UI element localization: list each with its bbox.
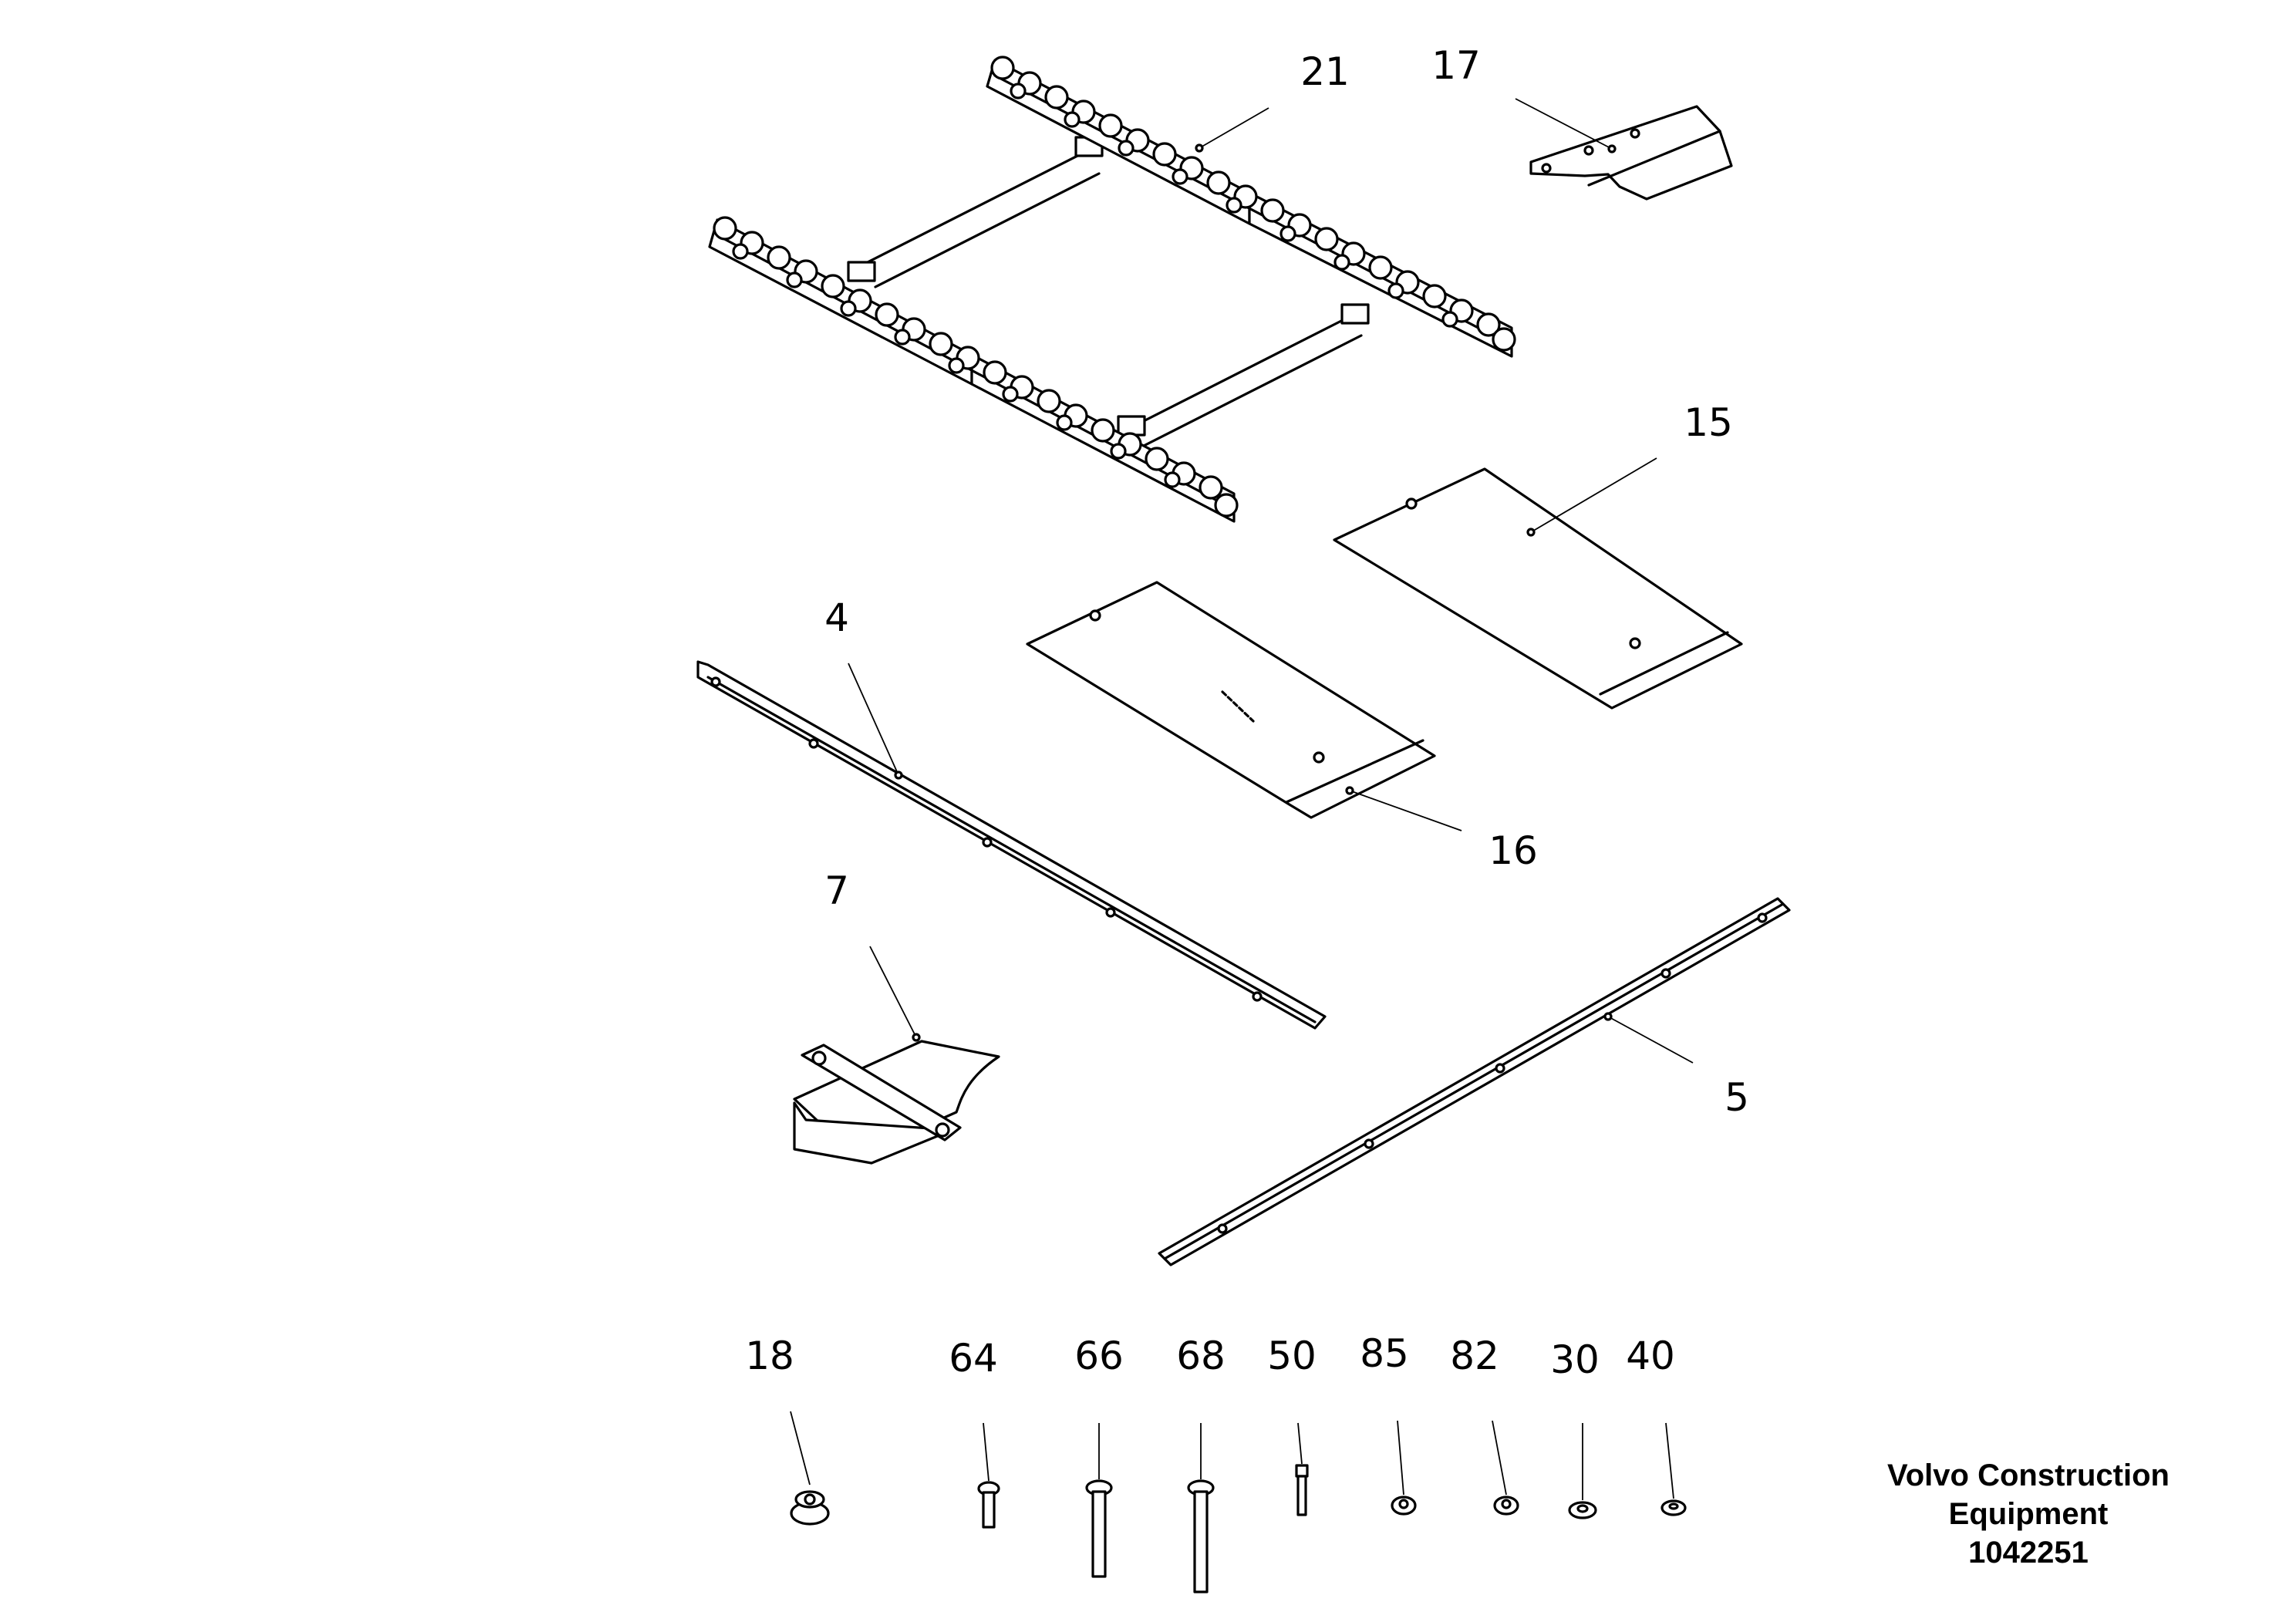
callout-21: 21	[1300, 49, 1350, 94]
bracket-plate-part-17	[1529, 105, 1733, 201]
callout-5: 5	[1725, 1075, 1749, 1120]
callout-17: 17	[1431, 43, 1481, 88]
callout-7: 7	[824, 868, 849, 913]
callout-50: 50	[1267, 1334, 1317, 1378]
fastener-50-bolt	[1295, 1464, 1309, 1516]
fastener-30-washer	[1568, 1501, 1597, 1519]
fastener-64-bolt	[977, 1481, 1000, 1529]
fastener-85-nut	[1391, 1496, 1417, 1516]
chain-strand-upper	[986, 56, 1516, 358]
angle-strip-part-5	[1158, 897, 1791, 1266]
leader-end-markers	[894, 143, 1617, 1042]
callout-labels: 21 17 15 16 4 7 5 18 64 66 68 50 85 82 3…	[745, 43, 1749, 1382]
callout-40: 40	[1626, 1334, 1675, 1378]
drawing-code: 1042251	[1968, 1536, 2089, 1570]
fastener-40-washer	[1660, 1499, 1687, 1516]
bracket-part-7	[793, 1040, 1000, 1165]
plate-part-16	[1026, 581, 1436, 819]
leader-lines	[790, 98, 1694, 1500]
callout-68: 68	[1176, 1334, 1226, 1378]
brand-block: Volvo Construction Equipment 1042251	[1805, 1456, 2252, 1572]
brand-line-1: Volvo Construction	[1887, 1458, 2170, 1492]
callout-18: 18	[745, 1334, 794, 1378]
fastener-82-nut	[1493, 1496, 1519, 1516]
callout-82: 82	[1450, 1334, 1499, 1378]
callout-15: 15	[1684, 400, 1733, 445]
chain-crossbars	[847, 136, 1370, 450]
callout-66: 66	[1074, 1334, 1124, 1378]
callout-64: 64	[949, 1336, 998, 1381]
callout-4: 4	[824, 595, 849, 640]
callout-85: 85	[1360, 1331, 1409, 1376]
fastener-18-nut	[790, 1490, 830, 1526]
brand-line-2: Equipment	[1948, 1497, 2109, 1531]
angle-strip-part-4	[696, 660, 1327, 1030]
chain-assembly-part-21	[708, 56, 1516, 523]
fastener-68-bolt	[1187, 1479, 1215, 1593]
callout-30: 30	[1550, 1337, 1600, 1382]
chain-strand-lower	[708, 216, 1239, 523]
fastener-66-bolt	[1085, 1479, 1113, 1578]
callout-16: 16	[1489, 828, 1538, 873]
plate-part-15	[1333, 467, 1743, 710]
